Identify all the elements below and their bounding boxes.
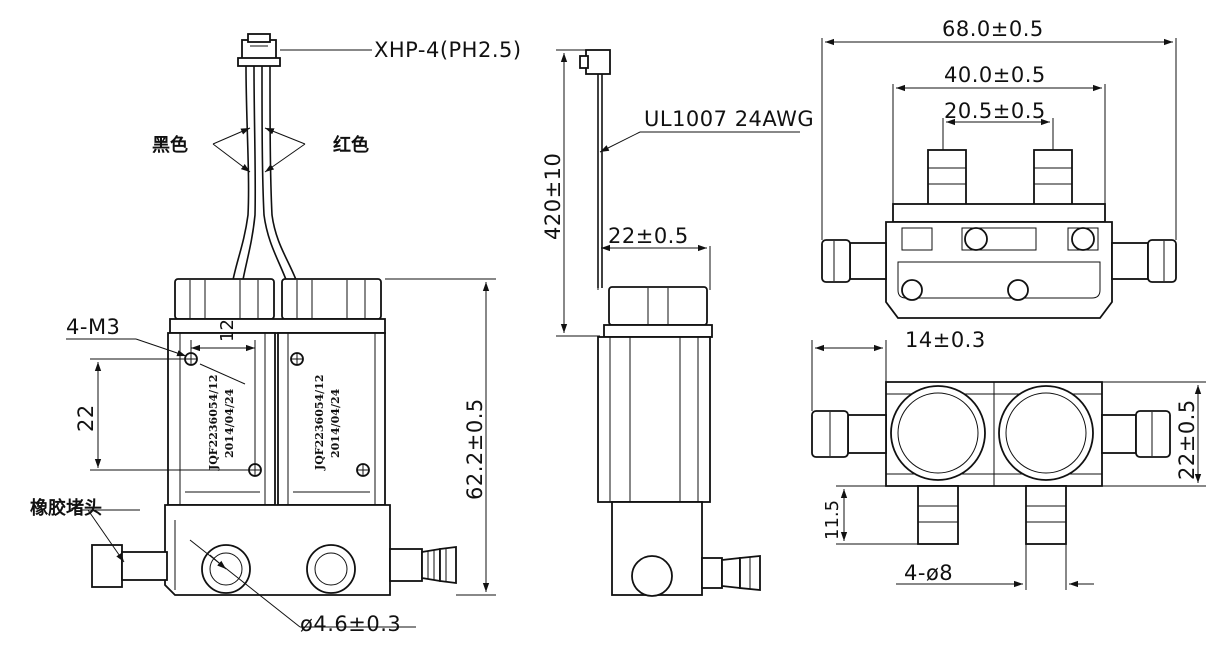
coil-caps (169, 278, 386, 334)
connector-plug (237, 33, 281, 67)
height-total-label: 62.2±0.5 (463, 398, 487, 500)
hole-spacing-v-label: 22 (74, 404, 98, 432)
wire-bundle (231, 65, 299, 286)
stamp-right-line1: JQF2236054/12 (313, 375, 326, 472)
mount-holes-label: 4-M3 (66, 315, 120, 339)
rubber-plug-label: 橡胶堵头 (30, 497, 102, 519)
top-mid-label: 40.0±0.5 (944, 63, 1046, 87)
red-wire-label: 红色 (333, 134, 369, 156)
top-view: 68.0±0.5 40.0±0.5 20.5±0.5 (821, 17, 1177, 319)
side-view: UL1007 24AWG 420±10 22±0.5 (541, 49, 814, 597)
front-view: 黑色 红色 XHP-4(PH2.5) (30, 33, 522, 636)
wire-spec-label: UL1007 24AWG (644, 107, 814, 131)
black-wire-label: 黑色 (152, 134, 188, 156)
bottom-height-label: 22±0.5 (1175, 399, 1199, 480)
wire-color-callouts: 黑色 红色 (152, 127, 369, 173)
port-diameter-label: ø4.6±0.3 (300, 612, 401, 636)
bottom-view: 14±0.3 22±0.5 11.5 4-ø8 (811, 328, 1206, 590)
valve-body (167, 332, 386, 506)
top-overall-label: 68.0±0.5 (942, 17, 1044, 41)
stamp-right-line2: 2014/04/24 (329, 388, 342, 458)
manifold-base (91, 504, 457, 596)
stamp-left-line2: 2014/04/24 (223, 388, 236, 458)
bottom-port-height-label: 11.5 (822, 500, 843, 540)
stamp-left-line1: JQF2236054/12 (207, 375, 220, 472)
side-width-label: 22±0.5 (608, 224, 689, 248)
connector-label: XHP-4(PH2.5) (374, 38, 522, 62)
top-inner-label: 20.5±0.5 (944, 99, 1046, 123)
wire-length-label: 420±10 (541, 153, 565, 240)
bottom-port-dia-label: 4-ø8 (904, 561, 953, 585)
bottom-left-offset-label: 14±0.3 (905, 328, 986, 352)
hole-spacing-h-label: 12 (217, 319, 238, 342)
